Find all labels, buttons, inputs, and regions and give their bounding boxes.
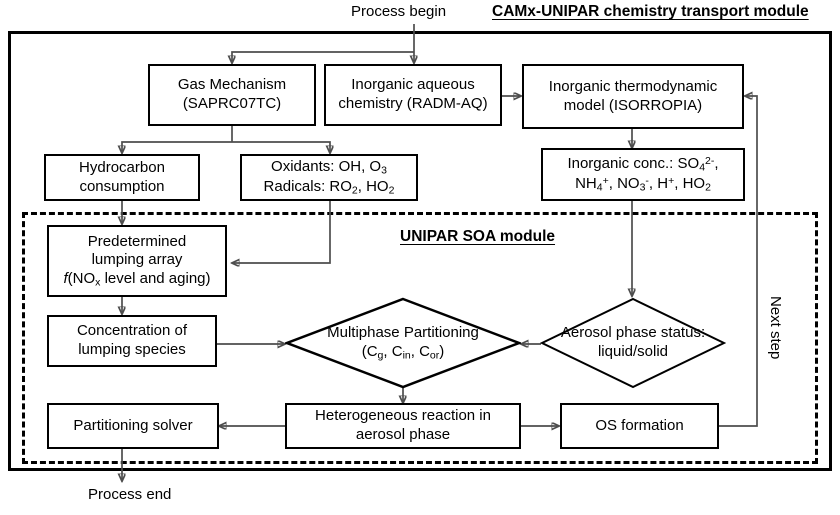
node-partitioning-solver[interactable]: Partitioning solver	[47, 403, 219, 449]
node-inorganic-concentration[interactable]: Inorganic conc.: SO42-, NH4+, NO3-, H+, …	[541, 148, 745, 201]
node-partitioning-solver-text: Partitioning solver	[73, 416, 193, 434]
diamond-shape-multiphase	[285, 297, 521, 389]
node-predetermined-lumping-array[interactable]: Predetermined lumping array f(NOx level …	[47, 225, 227, 297]
node-concentration-lumping-species[interactable]: Concentration of lumping species	[47, 315, 217, 367]
node-inorganic-aqueous[interactable]: Inorganic aqueous chemistry (RADM-AQ)	[324, 64, 502, 126]
node-heterogeneous-reaction[interactable]: Heterogeneous reaction in aerosol phase	[285, 403, 521, 449]
inner-module-title: UNIPAR SOA module	[400, 228, 556, 245]
node-hydrocarbon-consumption-text: Hydrocarbon consumption	[79, 158, 165, 195]
node-inorganic-concentration-text: Inorganic conc.: SO42-, NH4+, NO3-, H+, …	[567, 155, 719, 193]
node-os-formation-text: OS formation	[595, 416, 684, 434]
node-hydrocarbon-consumption[interactable]: Hydrocarbon consumption	[44, 154, 200, 201]
camx-module-frame	[8, 31, 832, 471]
node-inorganic-thermodynamic-text: Inorganic thermodynamic model (ISORROPIA…	[548, 77, 718, 114]
decision-multiphase-partitioning-text: Multiphase Partitioning (Cg, Cin, Cor)	[327, 324, 479, 361]
node-inorganic-aqueous-text: Inorganic aqueous chemistry (RADM-AQ)	[338, 76, 488, 112]
process-begin-label: Process begin	[351, 3, 447, 20]
decision-multiphase-partitioning[interactable]: Multiphase Partitioning (Cg, Cin, Cor)	[285, 297, 521, 389]
node-heterogeneous-reaction-text: Heterogeneous reaction in aerosol phase	[315, 407, 491, 443]
node-gas-mechanism[interactable]: Gas Mechanism (SAPRC07TC)	[148, 64, 316, 126]
outer-module-title: CAMx-UNIPAR chemistry transport module	[492, 3, 809, 20]
node-oxidants-radicals-text: Oxidants: OH, O3 Radicals: RO2, HO2	[263, 158, 395, 196]
decision-aerosol-phase-status-text: Aerosol phase status: liquid/solid	[560, 324, 706, 360]
node-gas-mechanism-text: Gas Mechanism (SAPRC07TC)	[177, 76, 287, 112]
diamond-shape-aerosol-status	[540, 297, 726, 389]
process-end-label: Process end	[88, 486, 172, 503]
unipar-soa-module-frame	[22, 212, 818, 464]
node-predetermined-lumping-array-text: Predetermined lumping array f(NOx level …	[63, 232, 211, 289]
decision-aerosol-phase-status[interactable]: Aerosol phase status: liquid/solid	[540, 297, 726, 389]
node-oxidants-radicals[interactable]: Oxidants: OH, O3 Radicals: RO2, HO2	[240, 154, 418, 201]
node-os-formation[interactable]: OS formation	[560, 403, 719, 449]
node-inorganic-thermodynamic[interactable]: Inorganic thermodynamic model (ISORROPIA…	[522, 64, 744, 129]
node-concentration-lumping-species-text: Concentration of lumping species	[76, 322, 188, 358]
next-step-label: Next step	[767, 296, 784, 360]
